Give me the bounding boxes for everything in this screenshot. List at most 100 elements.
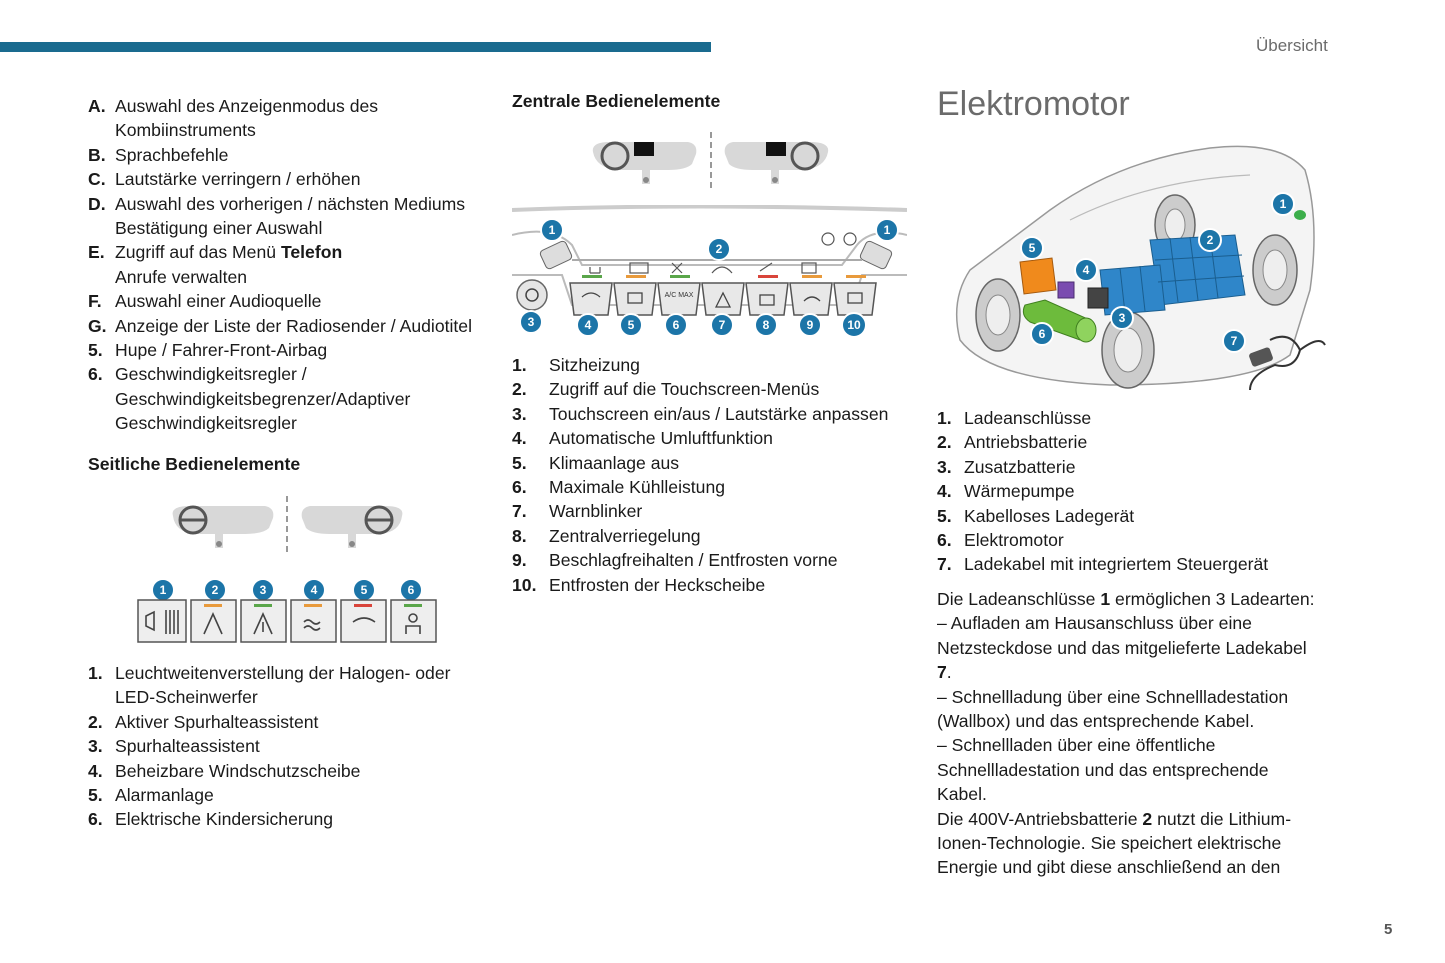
central-controls-list: 1.Sitzheizung 2.Zugriff auf die Touchscr… xyxy=(512,353,922,597)
list-item: 2.Aktiver Spurhalteassistent xyxy=(88,711,319,732)
list-item: 6.Geschwindigkeitsregler /Geschwindigkei… xyxy=(88,364,411,434)
svg-text:5: 5 xyxy=(628,318,635,332)
list-item: 5.Hupe / Fahrer-Front-Airbag xyxy=(88,340,328,361)
list-item: 4.Wärmepumpe xyxy=(937,481,1075,502)
callout-badge: 3 xyxy=(1110,306,1134,330)
svg-text:2: 2 xyxy=(212,583,219,597)
svg-text:6: 6 xyxy=(1039,327,1046,341)
side-controls-panel: 1 2 3 4 5 6 xyxy=(136,578,438,646)
ev-components-list: 1.Ladeanschlüsse 2.Antriebsbatterie 3.Zu… xyxy=(937,406,1357,577)
svg-text:1: 1 xyxy=(1280,197,1287,211)
svg-text:3: 3 xyxy=(1119,311,1126,325)
section-label: Übersicht xyxy=(1256,36,1328,55)
page-number: 5 xyxy=(1384,921,1393,938)
svg-text:1: 1 xyxy=(160,583,167,597)
callout-badge: 5 xyxy=(1020,236,1044,260)
list-item: F.Auswahl einer Audioquelle xyxy=(88,291,322,312)
list-item: 6.Maximale Kühlleistung xyxy=(512,477,726,498)
central-steering-diagram xyxy=(588,130,833,190)
svg-text:9: 9 xyxy=(807,318,814,332)
central-controls-heading: Zentrale Bedienelemente xyxy=(512,91,721,111)
svg-text:1: 1 xyxy=(549,223,556,237)
page-title: Elektromotor xyxy=(937,85,1130,123)
list-item: 3.Touchscreen ein/aus / Lautstärke anpas… xyxy=(512,403,889,424)
callout-badge: 5 xyxy=(619,313,643,337)
list-item: 5.Alarmanlage xyxy=(88,785,214,806)
central-controls-panel: A/C MAX 1 2 1 3 4 5 6 7 8 9 10 xyxy=(512,205,907,340)
svg-text:7: 7 xyxy=(719,318,726,332)
svg-text:4: 4 xyxy=(1083,263,1090,277)
svg-text:4: 4 xyxy=(585,318,592,332)
callout-badge: 10 xyxy=(841,312,867,338)
callout-badge: 8 xyxy=(754,313,778,337)
svg-text:8: 8 xyxy=(763,318,770,332)
list-item: 6.Elektrische Kindersicherung xyxy=(88,809,334,830)
list-item: 5.Klimaanlage aus xyxy=(512,452,680,473)
callout-badge: 7 xyxy=(1222,329,1246,353)
list-item: 8.Zentralverriegelung xyxy=(512,525,701,546)
svg-text:1: 1 xyxy=(884,223,891,237)
list-item: 1.Leuchtweitenverstellung der Halogen- o… xyxy=(88,663,451,708)
callout-badge: 6 xyxy=(664,313,688,337)
svg-text:2: 2 xyxy=(716,242,723,256)
list-item: 5.Kabelloses Ladegerät xyxy=(937,505,1135,526)
svg-text:10: 10 xyxy=(847,318,861,332)
callout-badge: 2 xyxy=(203,578,227,602)
callout-badge: 3 xyxy=(251,578,275,602)
callout-badge: 9 xyxy=(798,313,822,337)
callout-badge: 3 xyxy=(519,310,543,334)
callout-badge: 6 xyxy=(399,578,423,602)
list-item: G.Anzeige der Liste der Radiosender / Au… xyxy=(88,315,472,336)
svg-text:5: 5 xyxy=(361,583,368,597)
svg-text:2: 2 xyxy=(1207,233,1214,247)
list-item: C.Lautstärke verringern / erhöhen xyxy=(88,169,361,190)
callout-badge: 4 xyxy=(302,578,326,602)
callout-badge: 2 xyxy=(707,237,731,261)
list-item: 1.Ladeanschlüsse xyxy=(937,408,1092,428)
svg-text:6: 6 xyxy=(408,583,415,597)
header-accent-bar xyxy=(0,42,711,52)
callout-badge: 4 xyxy=(576,313,600,337)
svg-text:5: 5 xyxy=(1029,241,1036,255)
charging-description: Die Ladeanschlüsse 1 ermöglichen 3 Ladea… xyxy=(937,589,1315,878)
list-item: 2.Antriebsbatterie xyxy=(937,432,1088,453)
list-item: 7.Warnblinker xyxy=(512,501,643,522)
side-controls-heading: Seitliche Bedienelemente xyxy=(88,454,301,474)
ev-car-diagram: 1 2 3 4 5 6 7 xyxy=(950,140,1335,395)
list-item: 7.Ladekabel mit integriertem Steuergerät xyxy=(937,554,1269,575)
side-controls-list: 1.Leuchtweitenverstellung der Halogen- o… xyxy=(88,661,493,832)
callout-badge: 4 xyxy=(1074,258,1098,282)
svg-text:3: 3 xyxy=(260,583,267,597)
svg-text:A/C MAX: A/C MAX xyxy=(665,292,694,299)
callout-badge: 1 xyxy=(540,218,564,242)
list-item: 3.Spurhalteassistent xyxy=(88,736,260,757)
svg-text:6: 6 xyxy=(673,318,680,332)
column-middle: 1.Sitzheizung 2.Zugriff auf die Touchscr… xyxy=(512,353,922,597)
callout-badge: 1 xyxy=(875,218,899,242)
callout-badge: 5 xyxy=(352,578,376,602)
list-item: B.Sprachbefehle xyxy=(88,144,229,165)
list-item: 6.Elektromotor xyxy=(937,530,1064,551)
list-item: 4.Automatische Umluftfunktion xyxy=(512,428,773,449)
list-item: 1.Sitzheizung xyxy=(512,355,640,375)
list-item: D.Auswahl des vorherigen / nächsten Medi… xyxy=(88,193,466,239)
svg-text:7: 7 xyxy=(1231,334,1238,348)
callout-badge: 7 xyxy=(710,313,734,337)
callout-badge: 1 xyxy=(151,578,175,602)
list-item: 9.Beschlagfreihalten / Entfrosten vorne xyxy=(512,550,838,571)
column-right: 1.Ladeanschlüsse 2.Antriebsbatterie 3.Zu… xyxy=(937,406,1357,577)
column-left-lower: 1.Leuchtweitenverstellung der Halogen- o… xyxy=(88,661,493,832)
list-item: 10.Entfrosten der Heckscheibe xyxy=(512,574,766,595)
svg-text:4: 4 xyxy=(311,583,318,597)
list-item: 4.Beheizbare Windschutzscheibe xyxy=(88,760,361,781)
list-item: 3.Zusatzbatterie xyxy=(937,456,1076,477)
callout-badge: 6 xyxy=(1030,322,1054,346)
list-item: 2.Zugriff auf die Touchscreen-Menüs xyxy=(512,379,820,400)
steering-position-diagram xyxy=(165,494,410,554)
callout-badge: 1 xyxy=(1271,192,1295,216)
svg-text:3: 3 xyxy=(528,315,535,329)
callout-badge: 2 xyxy=(1198,228,1222,252)
